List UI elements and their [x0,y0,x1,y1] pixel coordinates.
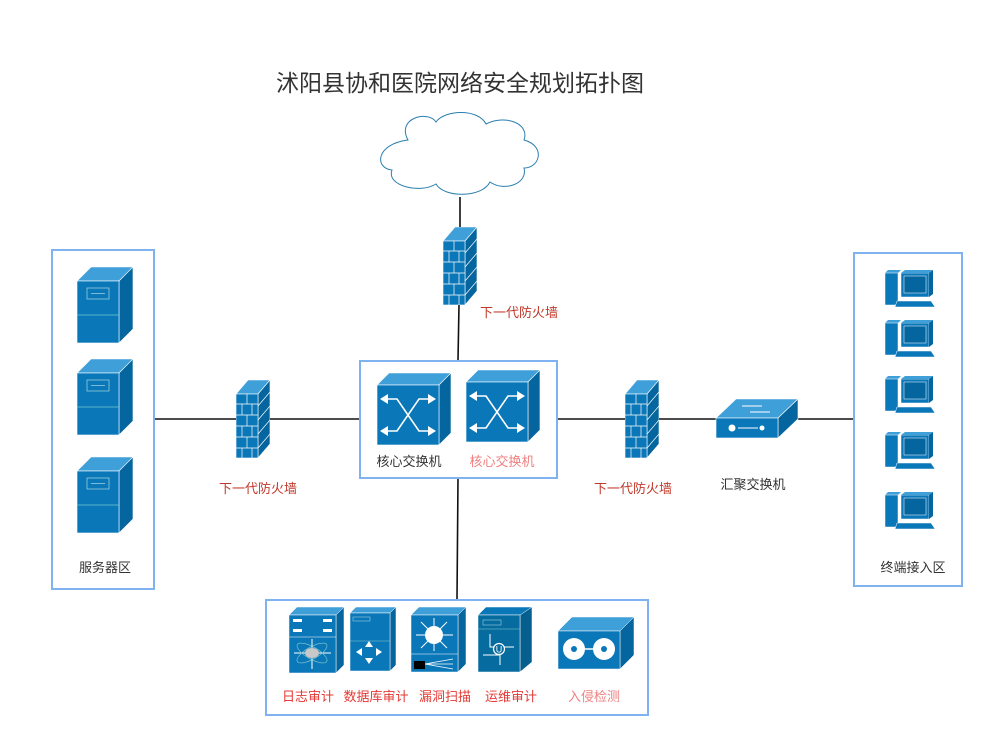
server-zone-label: 服务器区 [78,561,132,576]
database-audit-icon[interactable] [349,606,397,672]
core-switch-icon[interactable] [377,373,451,445]
svg-text:U: U [496,645,503,655]
security-device-label: 入侵检测 [567,690,621,705]
diagram-title: 沭阳县协和医院网络安全规划拓扑图 [276,71,644,97]
pc-icon[interactable] [885,319,935,359]
pc-icon[interactable] [885,491,935,531]
core-switch-label: 核心交换机 [469,455,535,470]
security-device-label: 数据库审计 [343,690,409,705]
link-firewall-core [457,304,460,361]
core-zone [359,360,558,479]
vulnerability-scan-icon[interactable] [410,606,467,673]
security-device-label: 漏洞扫描 [418,690,472,705]
aggregation-switch-icon[interactable] [715,398,799,439]
left-firewall-label: 下一代防火墙 [218,482,298,497]
top-firewall-label: 下一代防火墙 [479,306,559,321]
link-core-security [456,477,459,600]
server-icon[interactable] [77,359,133,435]
core-switch-icon[interactable] [466,370,540,442]
terminal-zone-label: 终端接入区 [880,561,946,576]
server-zone [51,249,155,590]
security-zone [265,599,649,716]
firewall-icon[interactable] [443,227,477,305]
firewall-icon[interactable] [625,380,659,458]
intrusion-detection-icon[interactable] [557,616,635,670]
right-firewall-label: 下一代防火墙 [593,482,673,497]
server-icon[interactable] [77,267,133,343]
server-icon[interactable] [77,457,133,533]
security-device-label: 运维审计 [484,690,538,705]
ops-audit-icon[interactable]: U [477,606,533,673]
terminal-zone [853,252,963,587]
pc-icon[interactable] [885,431,935,471]
firewall-icon[interactable] [236,380,270,458]
pc-icon[interactable] [885,269,935,309]
pc-icon[interactable] [885,375,935,415]
log-audit-icon[interactable] [288,606,345,674]
aggregation-switch-label: 汇聚交换机 [720,478,786,493]
cloud-icon [380,112,539,195]
core-switch-label: 核心交换机 [376,455,442,470]
security-device-label: 日志审计 [281,690,335,705]
